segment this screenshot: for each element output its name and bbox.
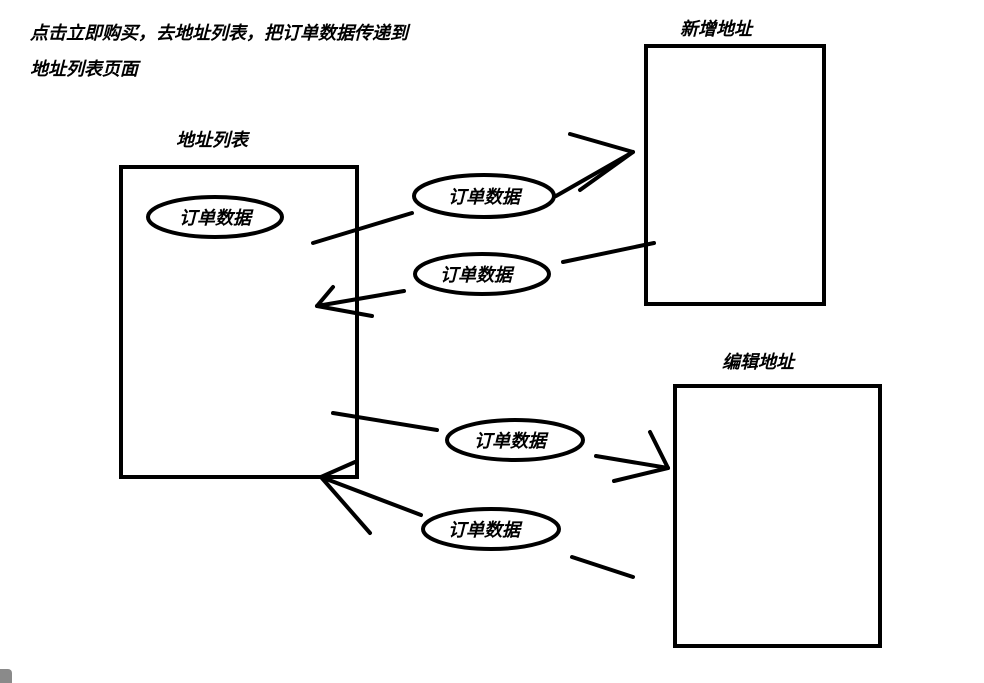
arrow-list-to-edit-label: 订单数据 xyxy=(474,431,549,452)
arrow-list-to-edit-tail xyxy=(331,411,439,432)
arrow-add-to-list-head xyxy=(315,285,374,318)
arrow-list-to-edit-shaft xyxy=(594,454,670,470)
arrow-list-to-add-tail xyxy=(311,211,414,245)
arrow-edit-to-list-label: 订单数据 xyxy=(448,520,523,541)
arrow-add-to-list-ellipse xyxy=(413,252,551,296)
add-address-box: 新增地址 xyxy=(644,19,826,306)
edit-address-title: 编辑地址 xyxy=(722,352,796,373)
arrow-edit-to-list-tail xyxy=(570,555,635,579)
arrow-list-to-edit-ellipse xyxy=(445,418,585,462)
address-list-box: 地址列表 订单数据 xyxy=(119,130,359,479)
add-address-frame xyxy=(644,44,826,306)
arrow-edit-to-list-shaft xyxy=(319,475,423,517)
arrow-list-to-add-label: 订单数据 xyxy=(448,187,523,208)
inner-order-data-label: 订单数据 xyxy=(179,208,254,229)
arrow-add-to-list-tail xyxy=(561,241,656,264)
arrow-add-to-list: 订单数据 xyxy=(315,241,656,318)
arrow-edit-to-list-head xyxy=(319,460,372,535)
arrow-add-to-list-shaft xyxy=(315,289,406,308)
arrow-list-to-add-ellipse xyxy=(412,173,556,219)
add-address-title: 新增地址 xyxy=(680,19,754,40)
arrow-list-to-edit-head xyxy=(612,430,670,483)
address-list-frame xyxy=(119,165,359,479)
corner-scroll-chip xyxy=(0,669,12,683)
note-line-1: 点击立即购买，去地址列表，把订单数据传递到 xyxy=(29,23,411,44)
edit-address-box: 编辑地址 xyxy=(673,352,882,648)
arrow-edit-to-list: 订单数据 xyxy=(319,460,635,579)
arrow-list-to-edit: 订单数据 xyxy=(331,411,670,483)
arrow-list-to-add: 订单数据 xyxy=(311,132,635,245)
arrow-list-to-add-head xyxy=(568,132,635,192)
inner-order-data-ellipse xyxy=(146,195,284,239)
address-list-title: 地址列表 xyxy=(176,130,251,151)
edit-address-frame xyxy=(673,384,882,648)
note-line-2: 地址列表页面 xyxy=(30,59,141,80)
arrow-add-to-list-label: 订单数据 xyxy=(440,265,515,286)
arrow-edit-to-list-ellipse xyxy=(421,507,561,551)
